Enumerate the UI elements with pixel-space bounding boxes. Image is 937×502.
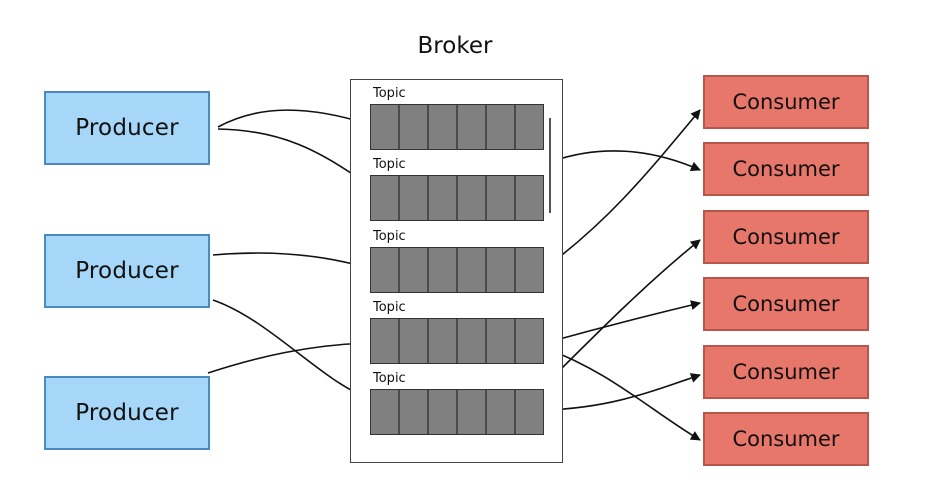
arrow-producer2-topic3 (212, 252, 369, 271)
consumer-label: Consumer (732, 157, 840, 181)
arrow-producer3-topic4 (207, 338, 369, 374)
partition (458, 176, 487, 220)
partition (429, 248, 458, 292)
arrow-topic3-consumer1 (544, 109, 701, 269)
partition (371, 248, 400, 292)
consumer-box-4: Consumer (703, 277, 869, 331)
partition (487, 390, 516, 434)
partition (400, 176, 429, 220)
consumer-box-3: Consumer (703, 210, 869, 264)
consumer-box-6: Consumer (703, 412, 869, 466)
arrow-producer1-topic1 (217, 109, 369, 128)
topic-partitions-2 (370, 175, 544, 221)
producer-label: Producer (75, 400, 179, 426)
arrow-producer1-topic2 (217, 128, 369, 186)
producer-box-2: Producer (44, 234, 210, 308)
consumer-label: Consumer (732, 360, 840, 384)
topic-label: Topic (373, 86, 406, 101)
arrow-topic4-consumer4 (544, 300, 701, 344)
broker-scrollbar (549, 118, 551, 213)
partition (429, 105, 458, 149)
partition (371, 390, 400, 434)
topic-partitions-4 (370, 318, 544, 364)
partition (458, 105, 487, 149)
partition (516, 176, 543, 220)
topic-label: Topic (373, 300, 406, 315)
consumer-label: Consumer (732, 427, 840, 451)
consumer-box-5: Consumer (703, 345, 869, 399)
partition (487, 176, 516, 220)
producer-label: Producer (75, 258, 179, 284)
arrow-topic5-consumer3 (544, 239, 701, 386)
partition (371, 105, 400, 149)
consumer-label: Consumer (732, 292, 840, 316)
partition (371, 319, 400, 363)
partition (429, 390, 458, 434)
partition (458, 390, 487, 434)
arrow-topic4-consumer6 (544, 347, 701, 441)
partition (458, 248, 487, 292)
producer-label: Producer (75, 115, 179, 141)
partition (371, 176, 400, 220)
partition (400, 390, 429, 434)
arrow-topic2-consumer2 (552, 150, 701, 171)
topic-partitions-1 (370, 104, 544, 150)
arrow-topic5-consumer5 (544, 373, 701, 411)
partition (516, 319, 543, 363)
topic-partitions-3 (370, 247, 544, 293)
consumer-box-2: Consumer (703, 142, 869, 196)
consumer-box-1: Consumer (703, 75, 869, 129)
partition (487, 248, 516, 292)
consumer-label: Consumer (732, 90, 840, 114)
consumer-label: Consumer (732, 225, 840, 249)
topic-partitions-5 (370, 389, 544, 435)
broker-title: Broker (417, 33, 493, 59)
partition (429, 319, 458, 363)
partition (400, 105, 429, 149)
topic-label: Topic (373, 157, 406, 172)
partition (487, 319, 516, 363)
partition (429, 176, 458, 220)
partition (516, 390, 543, 434)
partition (516, 105, 543, 149)
partition (516, 248, 543, 292)
producer-box-1: Producer (44, 91, 210, 165)
arrow-producer2-topic5 (212, 299, 369, 400)
topic-label: Topic (373, 371, 406, 386)
partition (400, 319, 429, 363)
partition (458, 319, 487, 363)
producer-box-3: Producer (44, 376, 210, 450)
partition (487, 105, 516, 149)
partition (400, 248, 429, 292)
topic-label: Topic (373, 229, 406, 244)
